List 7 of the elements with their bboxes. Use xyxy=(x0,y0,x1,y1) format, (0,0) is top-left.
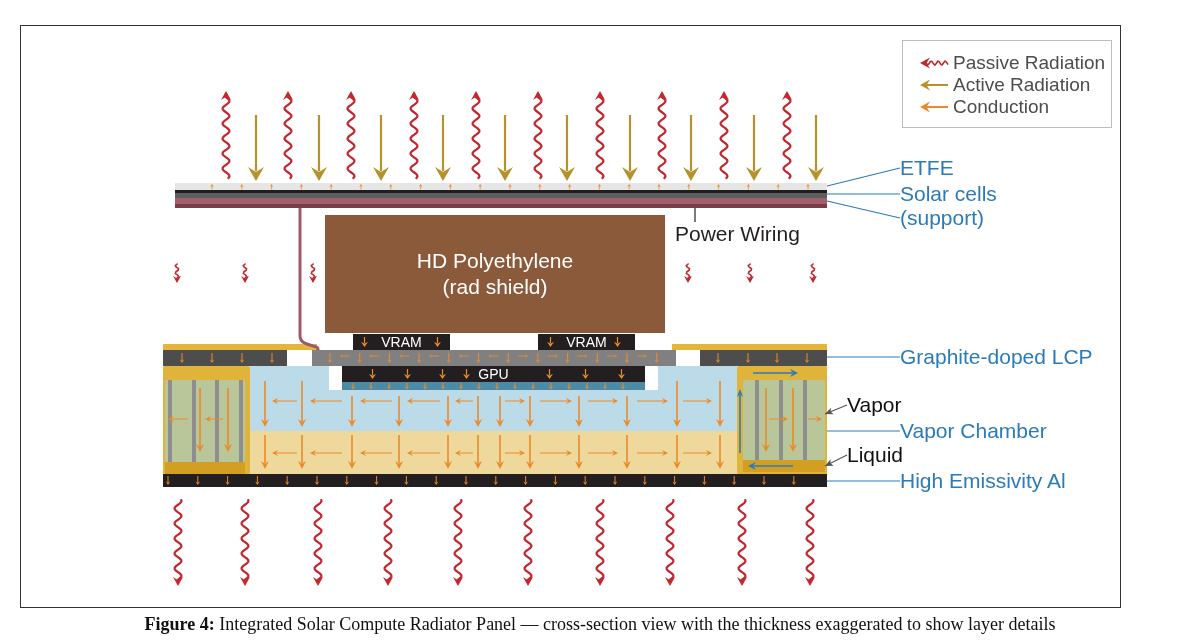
chip-label: VRAM xyxy=(566,334,607,350)
legend-label: Active Radiation xyxy=(953,74,1091,96)
chip-label: GPU xyxy=(478,366,509,382)
legend-label: Passive Radiation xyxy=(953,52,1106,74)
legend-label: Conduction xyxy=(953,96,1050,118)
chip-label: VRAM xyxy=(381,334,422,350)
figure-caption: Figure 4: Integrated Solar Compute Radiator Panel — cross-section view with the thickness exaggerated to show layer details xyxy=(143,613,1057,635)
